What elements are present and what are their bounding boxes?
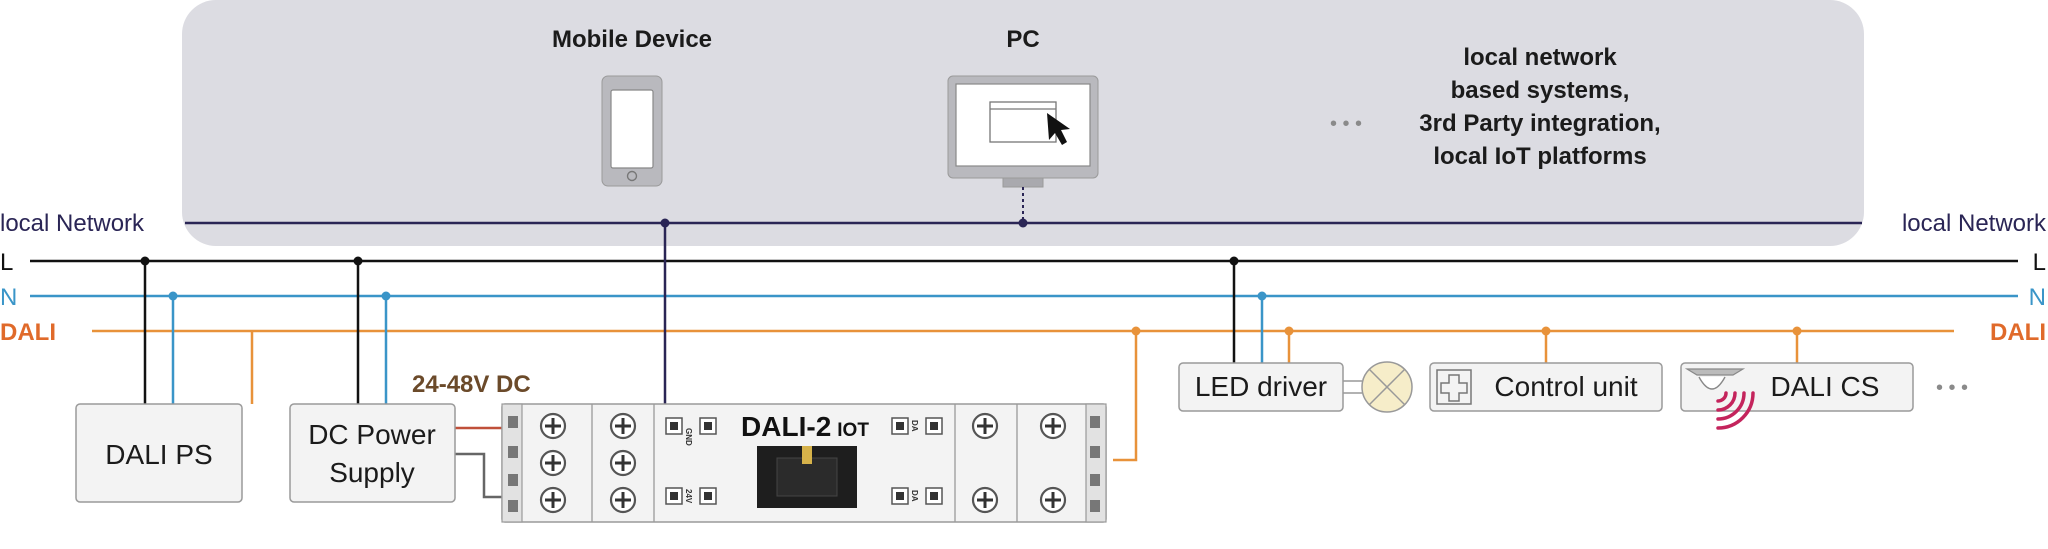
dali-cs-label: DALI CS	[1771, 371, 1880, 402]
module-brand-main: DALI-2	[741, 411, 831, 442]
control-unit-label: Control unit	[1494, 371, 1637, 402]
systems-line-2: based systems,	[1451, 77, 1630, 104]
dc-power-l-node	[353, 256, 363, 266]
trailing-ellipsis: • • •	[1936, 377, 1968, 399]
pc-monitor-icon	[947, 75, 1099, 188]
dali-ps-l-node	[140, 256, 150, 266]
control-unit-dali-node	[1541, 326, 1551, 336]
network-ellipsis: • • •	[1330, 113, 1362, 135]
pc-label: PC	[1006, 26, 1039, 53]
dali-label-left: DALI	[0, 319, 56, 346]
terminal-da-bottom-label: DA	[910, 490, 919, 502]
dc-power-n-node	[381, 291, 391, 301]
network-node-module	[660, 218, 670, 228]
voltage-label: 24-48V DC	[412, 371, 531, 398]
l-label-right: L	[2033, 249, 2046, 276]
lamp-icon	[1361, 361, 1413, 413]
left-network-label: local Network	[0, 210, 145, 237]
network-node-pc	[1018, 218, 1028, 228]
module-dali-wire	[1113, 331, 1138, 462]
sensor-icon	[1684, 368, 1746, 390]
led-driver-l-node	[1229, 256, 1239, 266]
control-unit-box	[1429, 362, 1663, 412]
n-label-right: N	[2029, 284, 2046, 311]
dali-ps-n-node	[168, 291, 178, 301]
l-label-left: L	[0, 249, 13, 276]
n-label-left: N	[0, 284, 17, 311]
terminal-gnd-label: GND	[684, 428, 693, 446]
led-driver-label: LED driver	[1195, 371, 1327, 402]
control-unit-icon	[1436, 369, 1472, 405]
led-driver-dali-node	[1284, 326, 1294, 336]
module-brand: DALI-2 IOT	[741, 411, 869, 442]
terminal-da-top-label: DA	[910, 420, 919, 432]
right-network-label: local Network	[1902, 210, 2047, 237]
led-driver-box	[1178, 362, 1344, 412]
dali-label-right: DALI	[1990, 319, 2046, 346]
mobile-device-icon	[601, 75, 663, 187]
dc-minus-wire	[455, 452, 502, 499]
module-brand-suffix: IOT	[837, 420, 869, 441]
dali-2-iot-module	[501, 403, 1107, 523]
dali-cs-box	[1680, 362, 1914, 412]
dc-power-label-1: DC Power	[308, 419, 436, 450]
led-driver-n-node	[1257, 291, 1267, 301]
sensor-waves-icon	[1716, 391, 1755, 430]
dali-ps-label: DALI PS	[105, 439, 212, 470]
systems-line-4: local IoT platforms	[1433, 143, 1646, 170]
systems-line-3: 3rd Party integration,	[1419, 110, 1660, 137]
systems-line-1: local network	[1463, 44, 1617, 71]
module-dali-node	[1131, 326, 1141, 336]
dc-power-supply-box	[289, 403, 456, 503]
terminal-24v-label: 24V	[684, 489, 693, 504]
dali-cs-dali-node	[1792, 326, 1802, 336]
dc-power-label-2: Supply	[329, 457, 415, 488]
mobile-device-label: Mobile Device	[552, 26, 712, 53]
dali-ps-box	[75, 403, 243, 503]
